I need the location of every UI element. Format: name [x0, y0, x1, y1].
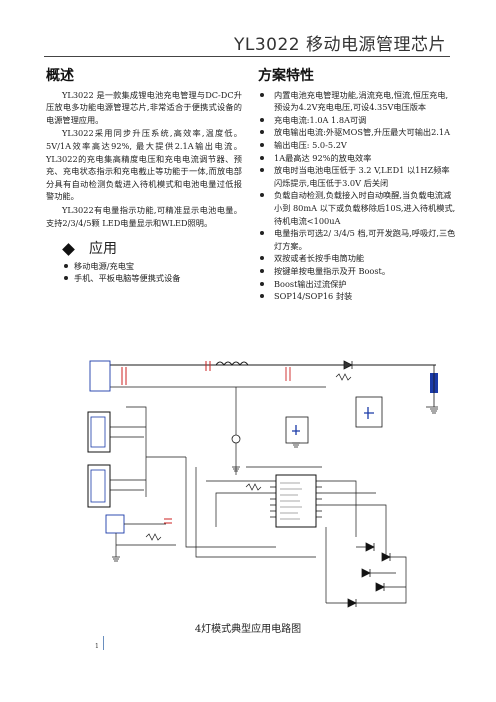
list-item: 1A最高达 92%的放电效率 — [258, 152, 456, 165]
diamond-bullet-icon — [62, 243, 75, 256]
list-item: 按键单按电量指示及开 Boost。 — [258, 265, 456, 278]
list-item: 内置电池充电管理功能,涓流充电,恒流,恒压充电,预设为4.2V充电电压,可设4.… — [258, 89, 456, 114]
overview-paragraph: YL3022有电量指示功能,可精准显示电池电量。支持2/3/4/5颗 LED电量… — [46, 204, 242, 228]
list-item: 放电输出电流:外驱MOS管,升压最大可输出2.1A — [258, 126, 456, 139]
application-heading-text: 应用 — [89, 241, 117, 258]
list-item: 负载自动检测,负载接入时自动唤醒,当负载电流减小到 80mA 以下或负载移除后1… — [258, 189, 456, 227]
overview-paragraph: YL3022 是一款集成锂电池充电管理与DC-DC升压放电多功能电源管理芯片,非… — [46, 89, 242, 125]
list-item: SOP14/SOP16 封装 — [258, 290, 456, 303]
features-list: 内置电池充电管理功能,涓流充电,恒流,恒压充电,预设为4.2V充电电压,可设4.… — [258, 89, 456, 303]
page-header-title: YL3022 移动电源管理芯片 — [233, 35, 446, 55]
list-item: 移动电源/充电宝 — [46, 260, 242, 273]
list-item: 手机、平板电脑等便携式设备 — [46, 272, 242, 285]
header-rule — [44, 56, 450, 57]
list-item: 放电时当电池电压低于 3.2 V,LED1 以1HZ频率闪烁提示,电压低于3.0… — [258, 164, 456, 189]
list-item: 电量指示可选2/ 3/4/5 档,可开发跑马,呼吸灯,三色灯方案。 — [258, 227, 456, 252]
overview-paragraph: YL3022采用同步升压系统,高效率,温度低。5V/1A效率高达92%, 最大提… — [46, 128, 242, 202]
list-item: 充电电流:1.0A 1.8A可调 — [258, 114, 456, 127]
application-circuit-diagram — [86, 347, 444, 609]
figure-caption: 4灯模式典型应用电路图 — [194, 624, 302, 635]
page-number-rule — [103, 636, 104, 650]
left-column: 概述 YL3022 是一款集成锂电池充电管理与DC-DC升压放电多功能电源管理芯… — [46, 68, 242, 285]
overview-heading: 概述 — [46, 68, 74, 84]
right-column: 方案特性 内置电池充电管理功能,涓流充电,恒流,恒压充电,预设为4.2V充电电压… — [258, 68, 456, 303]
page-number: 1 — [95, 643, 99, 650]
application-heading: 应用 — [62, 241, 242, 258]
application-list: 移动电源/充电宝 手机、平板电脑等便携式设备 — [46, 260, 242, 285]
list-item: 双按或者长按手电筒功能 — [258, 252, 456, 265]
list-item: 输出电压: 5.0-5.2V — [258, 139, 456, 152]
features-heading: 方案特性 — [258, 68, 314, 84]
list-item: Boost输出过流保护 — [258, 278, 456, 291]
